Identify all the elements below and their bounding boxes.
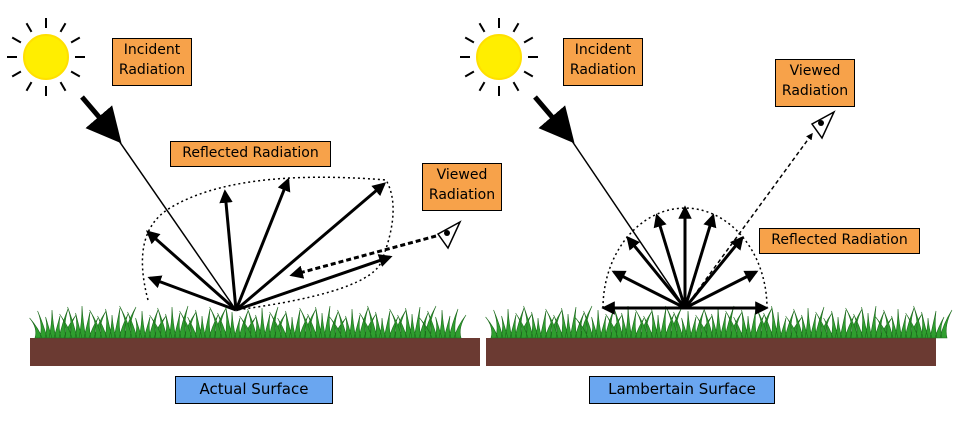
eye-icon <box>436 220 462 250</box>
viewed-radiation-label: Viewed Radiation <box>775 59 855 107</box>
panel-divider <box>480 330 486 370</box>
sun-ray <box>523 36 534 44</box>
sun-ray <box>478 22 486 33</box>
lambertain-surface-caption: Lambertain Surface <box>589 376 775 404</box>
grass-tuft <box>845 305 893 339</box>
sun-ray <box>25 22 33 33</box>
sun-icon <box>460 18 538 96</box>
sun-ray <box>59 81 67 92</box>
sun-ray <box>70 70 81 78</box>
grass-tuft <box>359 305 407 339</box>
sun-ray <box>25 81 33 92</box>
sun-ray <box>11 70 22 78</box>
reflectance-hemisphere <box>602 207 768 309</box>
grass-tuft <box>149 305 197 339</box>
grass-tuft <box>575 308 623 339</box>
sun-ray <box>11 36 22 44</box>
reflected-rays <box>601 205 769 315</box>
grass-tuft <box>815 308 863 339</box>
sun-ray <box>70 36 81 44</box>
grass-icon <box>485 305 953 339</box>
grass-tuft <box>59 305 107 339</box>
grass-tuft <box>875 307 923 339</box>
viewed-ray <box>684 132 813 309</box>
viewed-ray <box>289 234 437 279</box>
grass-tuft <box>179 307 227 339</box>
sun-ray <box>59 22 67 33</box>
incident-ray-thick <box>533 95 575 144</box>
grass-tuft <box>89 306 137 339</box>
sun-icon <box>7 18 85 96</box>
grass-tuft <box>269 308 317 339</box>
grass-tuft <box>329 307 377 339</box>
eye-icon <box>810 110 836 140</box>
grass-tuft <box>209 305 257 339</box>
grass-tuft <box>389 305 437 339</box>
grass-tuft <box>905 305 953 339</box>
sun-ray <box>523 70 534 78</box>
incident-radiation-label: Incident Radiation <box>112 38 192 86</box>
grass-tuft <box>665 305 713 339</box>
grass-tuft <box>485 307 533 339</box>
incident-ray-thin <box>116 137 237 311</box>
sun-ray <box>512 22 520 33</box>
grass-icon <box>29 305 467 339</box>
sun-ray <box>478 81 486 92</box>
incident-radiation-label: Incident Radiation <box>563 38 643 86</box>
viewed-radiation-label: Viewed Radiation <box>422 163 502 211</box>
incident-ray-thin <box>569 137 686 309</box>
grass-tuft <box>119 305 167 339</box>
incident-ray-thick <box>80 95 122 144</box>
reflected-radiation-label: Reflected Radiation <box>759 228 920 254</box>
sun-ray <box>464 70 475 78</box>
sun-ray <box>512 81 520 92</box>
soil-strip-right <box>486 338 936 366</box>
sun-ray <box>464 36 475 44</box>
grass-tuft <box>239 306 287 339</box>
grass-tuft <box>299 305 347 339</box>
reflected-rays <box>145 177 393 312</box>
grass-tuft <box>515 305 563 339</box>
soil-strip-left <box>30 338 480 366</box>
grass-tuft <box>419 308 467 339</box>
grass-tuft <box>545 305 593 339</box>
reflected-radiation-label: Reflected Radiation <box>170 141 331 167</box>
grass-tuft <box>785 306 833 339</box>
reflectance-lobe <box>141 176 394 311</box>
grass-tuft <box>29 308 77 339</box>
actual-surface-caption: Actual Surface <box>175 376 333 404</box>
